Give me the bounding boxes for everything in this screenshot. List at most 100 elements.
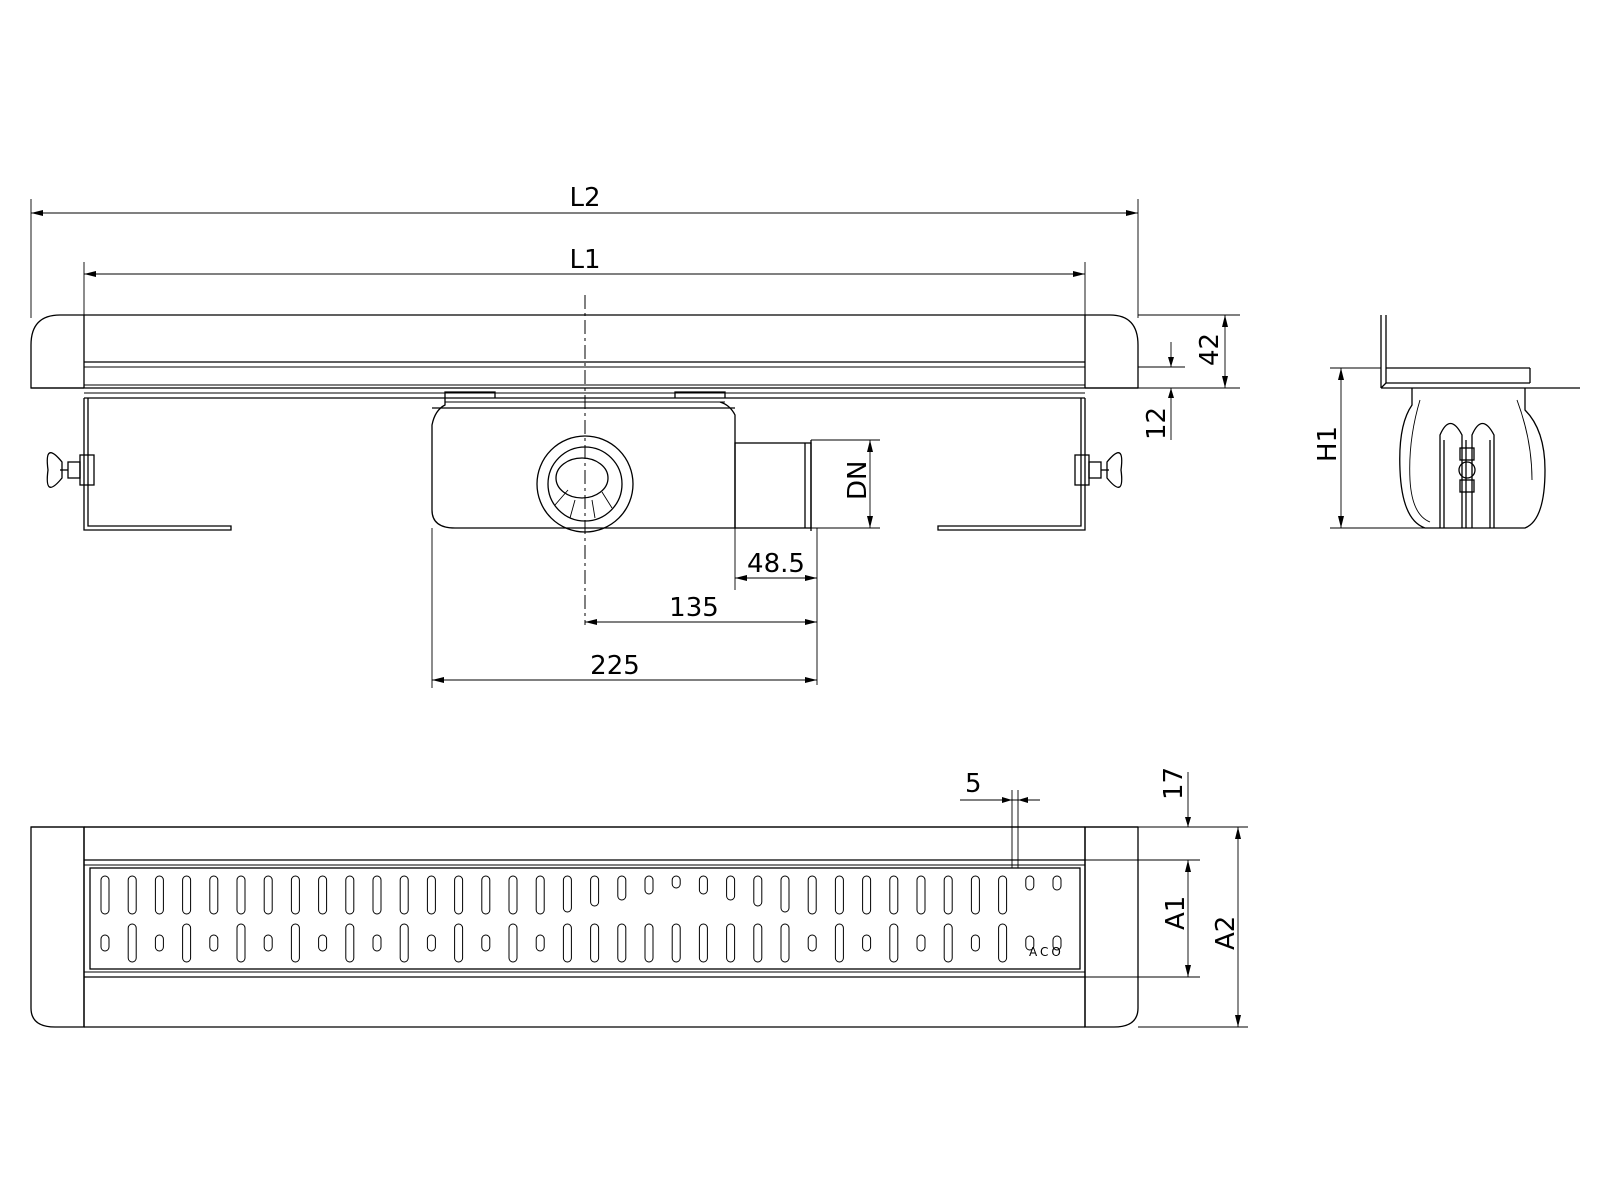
grate-slot	[345, 875, 355, 915]
dim-225: 225	[590, 651, 640, 681]
grate-slot	[889, 875, 899, 915]
grate-slot	[644, 923, 654, 963]
grate-slot	[617, 923, 627, 963]
grate-slot	[399, 875, 409, 915]
grate-slots	[100, 875, 1062, 963]
dim-135: 135	[669, 593, 719, 623]
grate-slot	[182, 923, 192, 963]
left-bracket	[83, 398, 232, 531]
dim-12: 12	[1142, 407, 1172, 440]
grate-slot	[263, 934, 273, 952]
grate-slot	[426, 934, 436, 952]
grate-slot	[970, 875, 980, 915]
channel-flange	[30, 314, 1139, 389]
dim-H1: H1	[1313, 426, 1343, 462]
grate-slot	[943, 923, 953, 963]
grate-slot	[454, 923, 464, 963]
grate-slot	[290, 875, 300, 915]
grate-slot	[154, 934, 164, 952]
grate-slot	[590, 875, 600, 907]
grate-slot	[916, 934, 926, 952]
grate-slot	[508, 923, 518, 963]
grate-slot	[943, 875, 953, 915]
grate-slot	[726, 875, 736, 901]
grate-slot	[644, 875, 654, 895]
side-body	[1399, 388, 1546, 529]
grate-slot	[508, 875, 518, 915]
dim-L2: L2	[569, 183, 600, 213]
right-wing-nut-icon	[1074, 452, 1123, 488]
grate-slot	[698, 875, 708, 895]
dim-DN: DN	[843, 461, 873, 500]
grate-slot	[862, 934, 872, 952]
grate-slot	[318, 934, 328, 952]
plan-view: ACO 5 17 A1 A2	[30, 767, 1248, 1028]
grate-slot	[209, 875, 219, 915]
grate-slot	[970, 934, 980, 952]
grate-slot	[182, 875, 192, 915]
dim-A1: A1	[1161, 896, 1191, 930]
grate-slot	[862, 875, 872, 915]
dim-48-5: 48.5	[747, 549, 805, 579]
grate-slot	[426, 875, 436, 915]
grate-slot	[345, 923, 355, 963]
front-view: L2 L1	[30, 183, 1240, 688]
grate-slot	[753, 923, 763, 963]
outlet-pipe	[734, 442, 812, 529]
grate-slot	[454, 875, 464, 915]
grate-slot	[998, 875, 1008, 915]
grate-slot	[780, 875, 790, 913]
right-bracket	[937, 398, 1086, 531]
grate-slot	[807, 934, 817, 952]
grate-slot	[236, 923, 246, 963]
grate-slot	[698, 923, 708, 963]
grate-slot	[562, 875, 572, 913]
grate-slot	[1052, 935, 1062, 951]
dim-42: 42	[1195, 333, 1225, 366]
grate-slot	[127, 875, 137, 915]
grate-slot	[834, 875, 844, 915]
side-view: H1	[1313, 315, 1580, 529]
grate-slot	[154, 875, 164, 915]
plan-flange	[30, 826, 85, 1028]
grate-logo: ACO	[1029, 945, 1064, 959]
grate-slot	[372, 934, 382, 952]
grate-slot	[889, 923, 899, 963]
left-wing-nut-icon	[46, 452, 95, 488]
dim-A2: A2	[1211, 916, 1241, 950]
grate-slot	[671, 923, 681, 963]
outlet-body	[431, 391, 736, 529]
grate-slot	[916, 875, 926, 915]
grate-slot	[1025, 935, 1035, 951]
grate-slot	[726, 923, 736, 963]
grate-slot	[562, 923, 572, 963]
grate	[89, 867, 1081, 970]
grate-slot	[127, 923, 137, 963]
grate-slot	[671, 875, 681, 889]
grate-slot	[372, 875, 382, 915]
grate-slot	[481, 934, 491, 952]
grate-slot	[263, 875, 273, 915]
dim-L1: L1	[569, 245, 600, 275]
dim-17: 17	[1159, 767, 1189, 800]
grate-slot	[998, 923, 1008, 963]
side-wing-nut-icon	[1458, 461, 1476, 479]
grate-slot	[100, 875, 110, 915]
grate-slot	[399, 923, 409, 963]
dim-5: 5	[965, 769, 982, 799]
grate-slot	[535, 934, 545, 952]
grate-slot	[318, 875, 328, 915]
grate-slot	[1025, 875, 1035, 891]
grate-slot	[780, 923, 790, 963]
grate-slot	[100, 934, 110, 952]
grate-slot	[590, 923, 600, 963]
grate-slot	[617, 875, 627, 901]
grate-slot	[290, 923, 300, 963]
grate-slot	[236, 875, 246, 915]
grate-slot	[481, 875, 491, 915]
grate-slot	[807, 875, 817, 915]
grate-slot	[834, 923, 844, 963]
grate-slot	[1052, 875, 1062, 891]
grate-slot	[535, 875, 545, 915]
